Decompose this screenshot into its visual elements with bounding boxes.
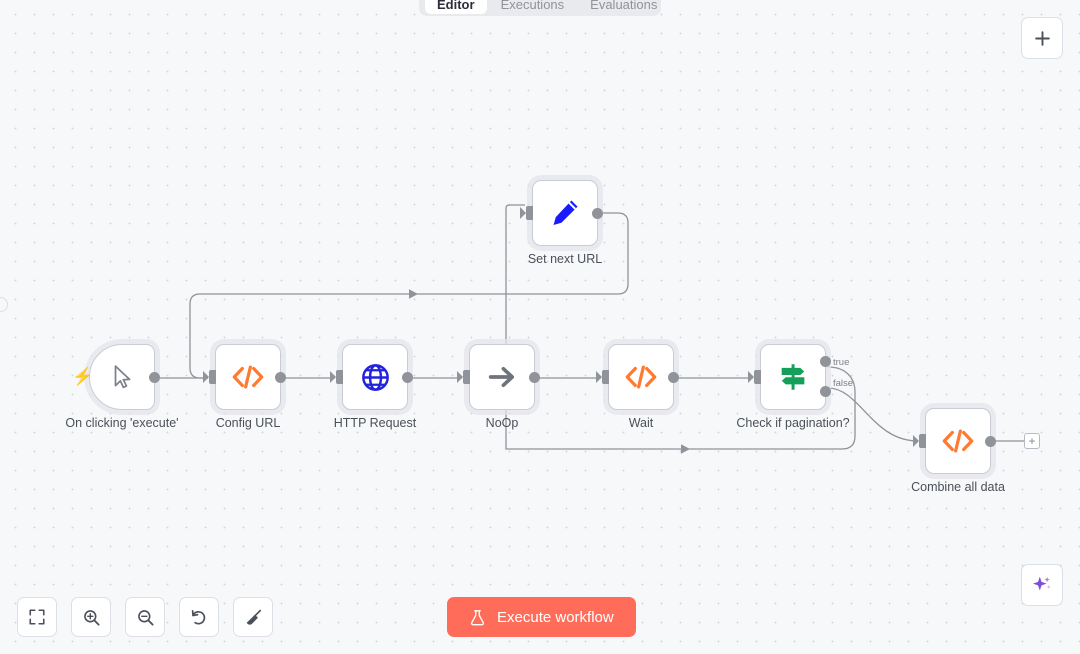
zoom-in-icon [83, 609, 100, 626]
output-connector[interactable] [592, 207, 603, 219]
add-next-node-stub[interactable]: + [1024, 433, 1040, 449]
input-connector[interactable] [596, 370, 609, 384]
fit-screen-icon [29, 609, 45, 625]
output-label-false: false [833, 378, 854, 389]
tab-evaluations[interactable]: Evaluations [590, 0, 658, 12]
connection-endpoint-marker [0, 297, 8, 312]
node-noop[interactable]: NoOp [457, 344, 540, 430]
node-label: Check if pagination? [736, 416, 850, 430]
output-connector[interactable] [275, 371, 286, 383]
node-body[interactable] [330, 344, 413, 410]
input-connector[interactable] [330, 370, 343, 384]
execute-workflow-button[interactable]: Execute workflow [447, 597, 636, 637]
tab-editor[interactable]: Editor [425, 0, 487, 14]
edge-if-false-to-combine [827, 387, 919, 442]
output-connector[interactable] [668, 371, 679, 383]
node-label: Wait [628, 416, 654, 430]
edge-setnext-arrowhead [409, 289, 418, 299]
output-connector[interactable] [985, 435, 996, 447]
input-connector[interactable] [748, 370, 761, 384]
node-body[interactable] [520, 180, 603, 246]
node-body[interactable] [913, 408, 996, 474]
zoom-out-icon [137, 609, 154, 626]
node-label: NoOp [485, 416, 519, 430]
tidy-up-button[interactable] [233, 597, 273, 637]
sparkle-icon [1033, 576, 1051, 591]
node-set-next-url[interactable]: Set next URL [520, 180, 603, 266]
zoom-out-button[interactable] [125, 597, 165, 637]
input-connector[interactable] [913, 434, 926, 448]
node-body[interactable]: ⚡ [72, 344, 160, 410]
node-body[interactable] [457, 344, 540, 410]
input-connector[interactable] [520, 206, 533, 220]
add-node-button[interactable] [1021, 17, 1063, 59]
arrow-right-icon [488, 366, 515, 388]
execute-workflow-label: Execute workflow [497, 608, 614, 626]
node-wait[interactable]: Wait [596, 344, 679, 430]
signpost-icon [781, 364, 805, 390]
edge-if-true-loopback [505, 216, 856, 450]
broom-icon [246, 609, 261, 625]
zoom-to-fit-button[interactable] [17, 597, 57, 637]
node-http-request[interactable]: HTTP Request [330, 344, 416, 430]
node-body[interactable]: true false [748, 344, 853, 410]
code-icon [942, 429, 974, 453]
node-combine-all-data[interactable]: Combine all data [911, 408, 1005, 494]
node-check-if-pagination[interactable]: true false Check if pagination? [736, 344, 853, 430]
reset-zoom-button[interactable] [179, 597, 219, 637]
lightning-bolt-icon: ⚡ [72, 367, 94, 386]
node-body[interactable] [203, 344, 286, 410]
zoom-in-button[interactable] [71, 597, 111, 637]
canvas-toolbar [17, 597, 273, 637]
code-icon [232, 365, 264, 389]
input-connector[interactable] [203, 370, 216, 384]
view-tabs: Editor Executions Evaluations [419, 0, 661, 16]
node-label: HTTP Request [333, 416, 417, 430]
tab-executions[interactable]: Executions [500, 0, 565, 12]
edge-true-arrowhead [681, 444, 690, 454]
input-connector[interactable] [457, 370, 470, 384]
pencil-icon [553, 200, 578, 225]
output-label-true: true [833, 357, 850, 368]
output-connector[interactable] [149, 371, 160, 383]
output-connector[interactable] [529, 371, 540, 383]
node-config-url[interactable]: Config URL [203, 344, 286, 430]
code-icon [625, 365, 657, 389]
node-label: Combine all data [911, 480, 1005, 494]
undo-icon [191, 609, 205, 625]
flask-icon [470, 609, 485, 625]
globe-icon [361, 363, 389, 391]
cursor-arrow-icon [114, 365, 131, 389]
output-connector[interactable] [402, 371, 413, 383]
output-connector-true[interactable] [820, 355, 831, 367]
output-connector-false[interactable] [820, 385, 831, 397]
plus-icon [1034, 30, 1050, 46]
node-body[interactable] [596, 344, 679, 410]
node-label: On clicking 'execute' [65, 416, 179, 430]
ai-assistant-button[interactable] [1021, 564, 1063, 606]
node-label: Config URL [215, 416, 281, 430]
node-label: Set next URL [527, 252, 603, 266]
node-on-clicking-execute[interactable]: ⚡ On clicking 'execute' [65, 344, 179, 430]
